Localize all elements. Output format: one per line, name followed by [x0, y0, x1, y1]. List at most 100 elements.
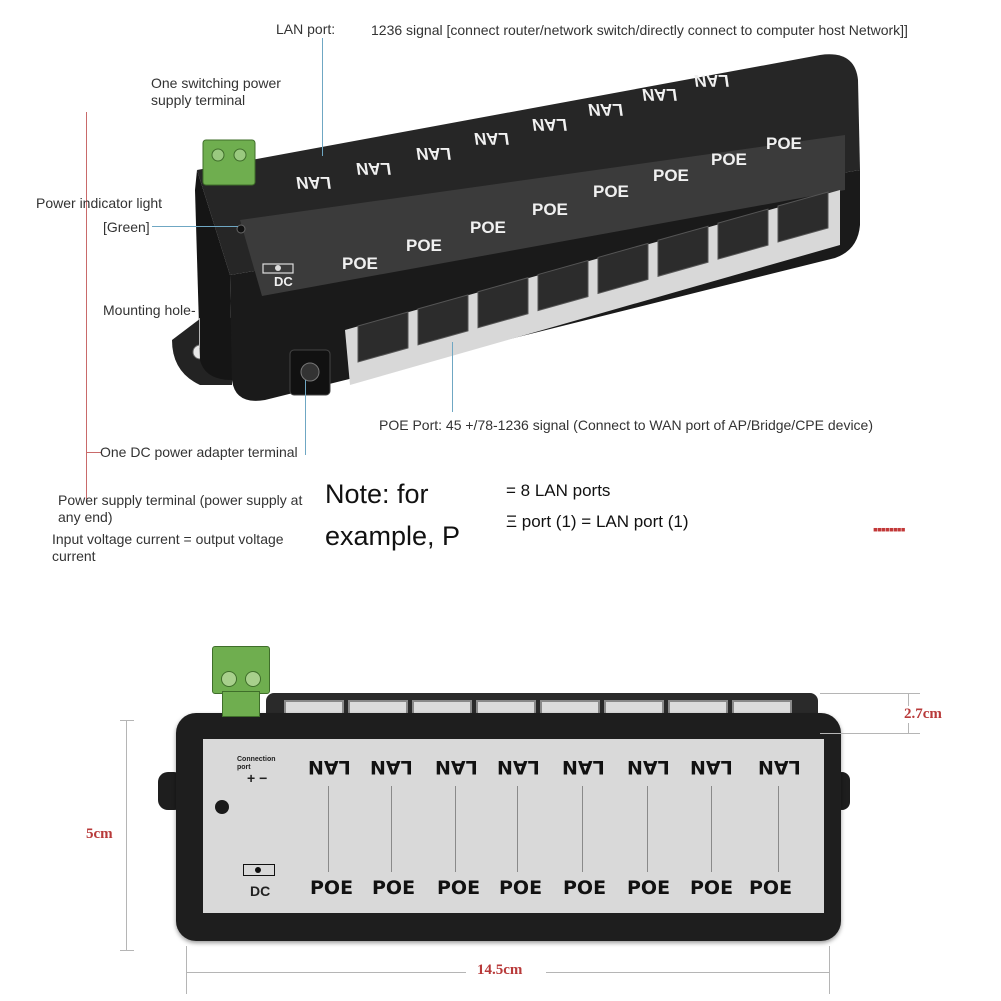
lan-label-7: LAN — [690, 756, 733, 778]
top-lan-label-4: LAN — [472, 129, 511, 148]
power-bracket-line — [86, 112, 87, 502]
indicator-leader — [152, 226, 238, 227]
poe-label-8: POE — [749, 877, 793, 899]
lan-port-description: 1236 signal [connect router/network swit… — [371, 22, 908, 38]
note-line-1: Note: for — [325, 479, 429, 509]
rj45-port-icon[interactable] — [597, 242, 649, 295]
dimension-tick — [186, 946, 187, 994]
height-dimension: 2.7cm — [904, 706, 942, 723]
poe-label-5: POE — [563, 877, 607, 899]
dc-adapter-label: One DC power adapter terminal — [100, 444, 298, 460]
poe-label-3: POE — [437, 877, 481, 899]
lan-label-1: LAN — [308, 756, 351, 778]
poe-label-1: POE — [310, 877, 354, 899]
poe-port-description: POE Port: 45 +/78-1236 signal (Connect t… — [379, 417, 874, 433]
height-dimension-line — [126, 720, 127, 950]
terminal-screw-icon — [245, 671, 261, 687]
port-divider — [711, 786, 712, 872]
note-line-2: example, P — [325, 521, 461, 551]
terminal-block[interactable] — [212, 646, 270, 694]
power-led-icon — [215, 800, 229, 814]
top-poe-label-4: POE — [532, 200, 568, 219]
top-poe-label-7: POE — [711, 150, 747, 169]
width-dimension-line-left — [186, 972, 466, 973]
top-poe-label-1: POE — [342, 254, 378, 273]
poe-port-leader — [452, 342, 453, 412]
rj45-port-icon[interactable] — [417, 294, 469, 346]
port-divider — [328, 786, 329, 872]
terminal-screw-icon — [221, 671, 237, 687]
lan-label-6: LAN — [627, 756, 670, 778]
dimension-tick — [120, 950, 134, 951]
lan-label-2: LAN — [370, 756, 413, 778]
terminal-base — [222, 691, 260, 717]
top-poe-label-2: POE — [406, 236, 442, 255]
rj45-port-top[interactable] — [540, 700, 600, 715]
port-divider — [455, 786, 456, 872]
top-lan-label-5: LAN — [530, 115, 569, 134]
dc-symbol-icon — [243, 864, 275, 876]
rj45-port-icon[interactable] — [537, 259, 589, 312]
top-lan-label-3: LAN — [414, 144, 453, 163]
port-divider — [517, 786, 518, 872]
polarity-text: + − — [247, 770, 268, 786]
rj45-port-top[interactable] — [732, 700, 792, 715]
poe-injector-perspective — [172, 54, 860, 401]
lan-label-3: LAN — [435, 756, 478, 778]
depth-dimension: 5cm — [86, 826, 113, 842]
rj45-port-top[interactable] — [604, 700, 664, 715]
width-dimension-line-right — [546, 972, 829, 973]
dc-bracket-tick — [86, 452, 102, 453]
port-divider — [647, 786, 648, 872]
dimension-extension — [820, 733, 920, 734]
top-poe-label-3: POE — [470, 218, 506, 237]
mounting-leader — [199, 318, 200, 348]
top-poe-label-8: POE — [766, 134, 802, 153]
top-poe-label-6: POE — [653, 166, 689, 185]
lan-port-leader — [322, 38, 323, 156]
width-dimension: 14.5cm — [477, 962, 523, 978]
top-lan-label-1: LAN — [294, 173, 333, 192]
power-indicator-label: Power indicator light — [36, 195, 163, 211]
rj45-port-top[interactable] — [476, 700, 536, 715]
dimension-tick — [829, 946, 830, 994]
power-indicator-color: [Green] — [103, 219, 150, 235]
dimension-extension — [820, 693, 920, 694]
lan-label-4: LAN — [497, 756, 540, 778]
poe-label-6: POE — [627, 877, 671, 899]
connection-port-text: Connection port — [237, 756, 276, 771]
poe-label-4: POE — [499, 877, 543, 899]
rj45-port-top[interactable] — [668, 700, 728, 715]
equation-line-2: Ξ port (1) = LAN port (1) — [506, 512, 689, 531]
rj45-port-top[interactable] — [412, 700, 472, 715]
rj45-port-icon[interactable] — [657, 225, 709, 277]
top-poe-label-5: POE — [593, 182, 629, 201]
input-voltage-label: Input voltage current = output voltage c… — [52, 531, 284, 564]
rj45-port-top[interactable] — [348, 700, 408, 715]
equation-line-1: = 8 LAN ports — [506, 481, 611, 500]
top-lan-label-7: LAN — [640, 85, 679, 104]
dc-adapter-leader — [305, 380, 306, 455]
top-lan-label-8: LAN — [692, 71, 731, 90]
top-dc-label: DC — [274, 274, 293, 289]
power-supply-terminal-label: Power supply terminal (power supply at a… — [58, 492, 303, 525]
front-label-panel — [203, 739, 824, 913]
rj45-port-icon[interactable] — [717, 208, 769, 260]
mounting-hole-label: Mounting hole- — [103, 302, 196, 318]
red-dash-mark: ▪▪▪▪▪▪▪▪ — [873, 521, 906, 537]
dc-label: DC — [250, 883, 271, 899]
lan-label-8: LAN — [758, 756, 801, 778]
dimension-tick — [120, 720, 134, 721]
port-divider — [582, 786, 583, 872]
port-divider — [391, 786, 392, 872]
poe-label-7: POE — [690, 877, 734, 899]
poe-label-2: POE — [372, 877, 416, 899]
top-lan-label-2: LAN — [354, 159, 393, 178]
lan-label-5: LAN — [562, 756, 605, 778]
rj45-port-icon[interactable] — [477, 277, 529, 329]
rj45-port-icon[interactable] — [357, 311, 409, 363]
rj45-port-icon[interactable] — [777, 191, 829, 243]
lan-port-title: LAN port: — [276, 21, 336, 37]
port-divider — [778, 786, 779, 872]
rj45-port-top[interactable] — [284, 700, 344, 715]
